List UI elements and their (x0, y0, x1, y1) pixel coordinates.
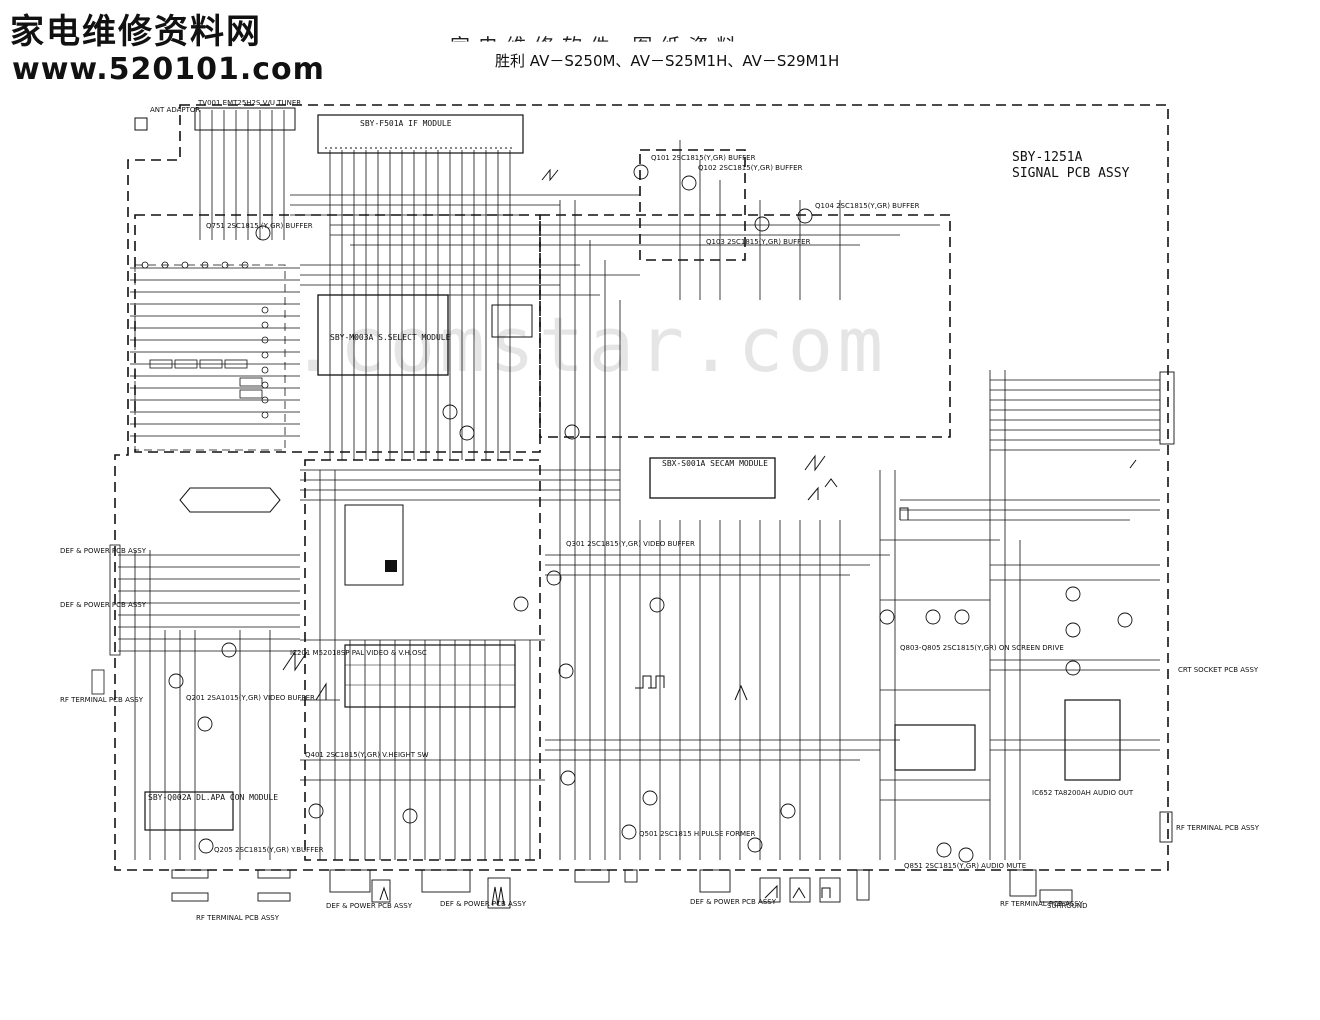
q301-label: Q301 2SC1815(Y,GR) VIDEO BUFFER (566, 540, 695, 548)
ic201: IC201 M52018SP PAL VIDEO & V.H.OSC (290, 644, 516, 708)
q201-label: Q201 2SA1015(Y,GR) VIDEO BUFFER (186, 694, 315, 702)
secam-label: SBX-S001A SECAM MODULE (662, 459, 768, 468)
model-line: 胜利 AV－S250M、AV－S25M1H、AV－S29M1H (495, 52, 840, 70)
ic302 (344, 504, 404, 586)
q104-label: Q104 2SC1815(Y,GR) BUFFER (815, 202, 920, 210)
site-title: 家电维修资料网 (10, 12, 262, 52)
ic302-chip (385, 560, 397, 572)
q401-label: Q401 2SC1815(Y,GR) V.HEIGHT SW (305, 751, 429, 759)
surround-label: SURROUND (1047, 902, 1088, 910)
def-power-left-label-2: DEF & POWER PCB ASSY (60, 601, 147, 609)
if-module-label: SBY-F501A IF MODULE (360, 119, 452, 128)
def-power-bottom-1: DEF & POWER PCB ASSY (326, 902, 413, 910)
ic201-label: IC201 M52018SP PAL VIDEO & V.H.OSC (290, 649, 427, 657)
ic701 (179, 487, 281, 513)
vertical-wiring (134, 110, 1021, 860)
q751-label: Q751 2SC1815 (Y,GR) BUFFER (206, 222, 313, 230)
def-power-bottom-3: DEF & POWER PCB ASSY (690, 898, 777, 906)
tuner-label: TV001 EMT25H2S V/U TUNER (197, 99, 301, 107)
dl-apa-module: SBY-Q002A DL.APA CON MODULE (144, 791, 278, 831)
faint-header-text: 家电维修软件 图纸资料 (450, 34, 745, 58)
def-power-left-label: DEF & POWER PCB ASSY (60, 547, 147, 555)
if-module: SBY-F501A IF MODULE (317, 114, 524, 154)
rf-terminal-bottom-right: RF TERMINAL PCB ASSY (1000, 900, 1084, 908)
secam-module: SBX-S001A SECAM MODULE (649, 457, 776, 499)
q205-label: Q205 2SC1815(Y,GR) Y.BUFFER (214, 846, 324, 854)
dl-apa-label: SBY-Q002A DL.APA CON MODULE (148, 793, 278, 802)
rf-terminal-right-label: RF TERMINAL PCB ASSY (1176, 824, 1260, 832)
ic652: IC652 TA8200AH AUDIO OUT (894, 699, 1134, 797)
ic652-label: IC652 TA8200AH AUDIO OUT (1032, 789, 1134, 797)
rf-terminal-left-label: RF TERMINAL PCB ASSY (60, 696, 144, 704)
pcb-title-line1: SBY-1251A (1012, 150, 1083, 165)
rf-terminal-bottom-label: RF TERMINAL PCB ASSY (196, 914, 280, 922)
watermark: .comstar.com (290, 300, 888, 389)
def-power-bottom-2: DEF & POWER PCB ASSY (440, 900, 527, 908)
q102-label: Q102 2SC1815(Y,GR) BUFFER (698, 164, 803, 172)
waveforms (282, 168, 1137, 906)
q803-label: Q803-Q805 2SC1815(Y,GR) ON SCREEN DRIVE (900, 644, 1064, 652)
tuner-block: TV001 EMT25H2S V/U TUNER ANT ADAPTOR (134, 99, 301, 131)
crt-socket-right-label: CRT SOCKET PCB ASSY (1178, 666, 1259, 674)
q501-label: Q501 2SC1815 H.PULSE FORMER (639, 830, 755, 838)
switch-grid (134, 261, 286, 451)
pcb-title-line2: SIGNAL PCB ASSY (1012, 166, 1130, 181)
s-select-label: SBY-M003A S.SELECT MODULE (330, 333, 451, 342)
q851-label: Q851 2SC1815(Y,GR) AUDIO MUTE (904, 862, 1026, 870)
ant-adaptor-label: ANT ADAPTOR (150, 106, 200, 114)
transistors (168, 164, 1133, 863)
left-connectors (91, 544, 121, 695)
pcb-outline (114, 104, 1169, 871)
q101-label: Q101 2SC1815(Y,GR) BUFFER (651, 154, 756, 162)
s-select-module: SBY-M003A S.SELECT MODULE (317, 294, 533, 376)
bus-wiring (118, 194, 1160, 801)
q103-label: Q103 2SC1815(Y,GR) BUFFER (706, 238, 811, 246)
site-url: www.520101.com (12, 52, 325, 87)
bottom-connectors (171, 371, 1175, 909)
pcb-title: SBY-1251A SIGNAL PCB ASSY (1012, 150, 1129, 182)
